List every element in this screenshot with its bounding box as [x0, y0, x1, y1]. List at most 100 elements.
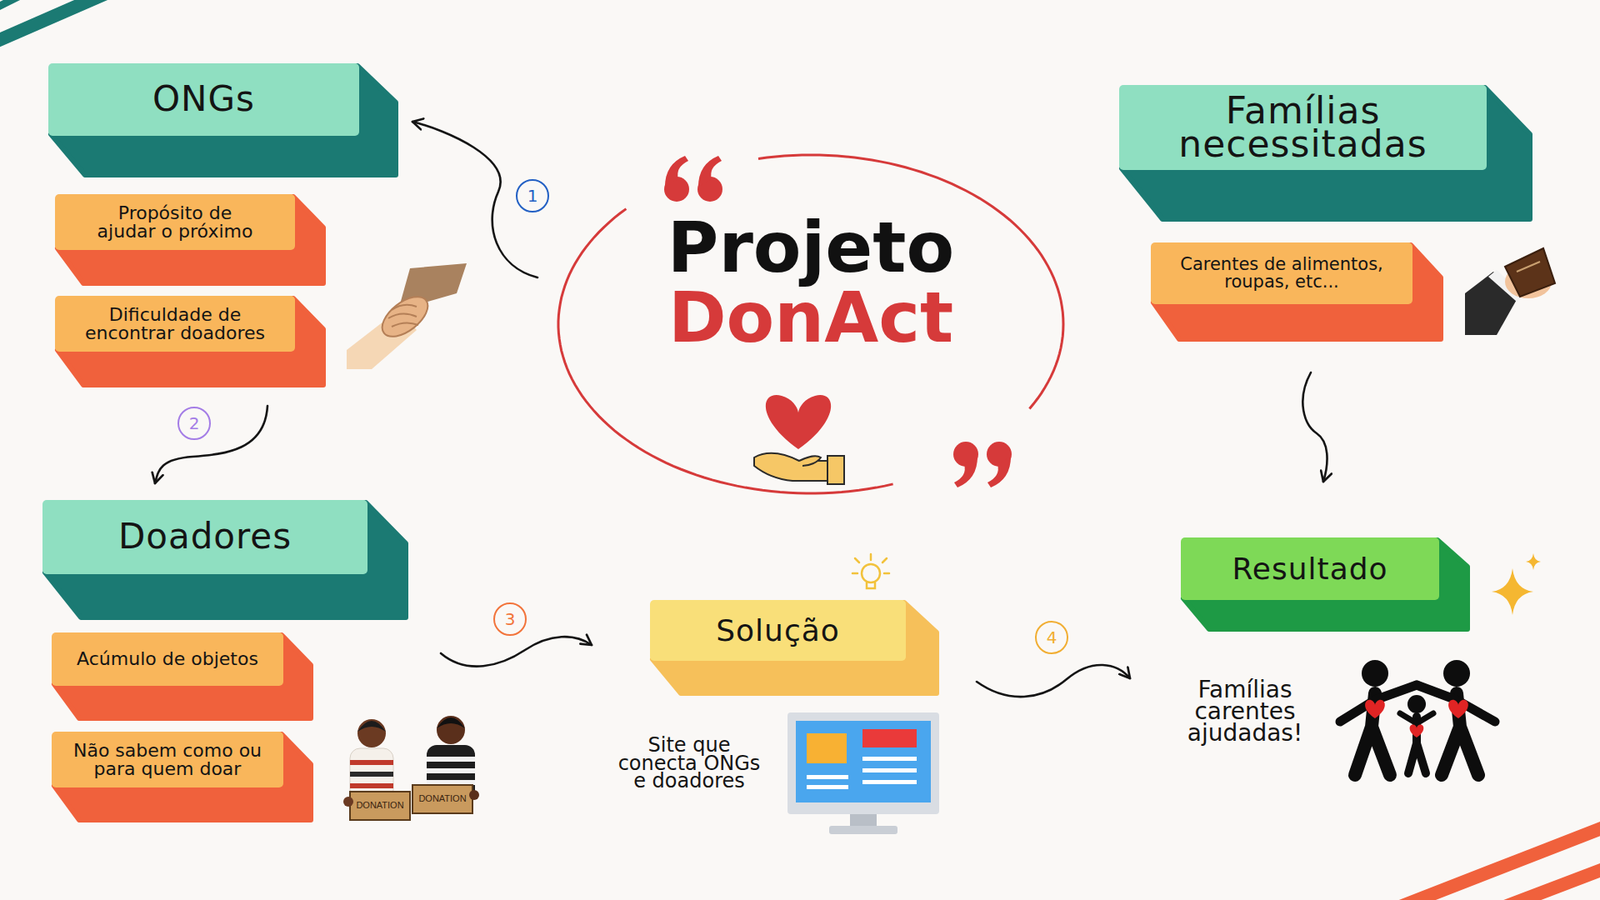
header-text: ONGs	[152, 80, 255, 119]
computer-icon	[862, 756, 917, 761]
box-print: DONATION	[350, 800, 410, 810]
lightbulb-icon	[852, 554, 890, 574]
header-text: Resultado	[1231, 552, 1388, 586]
lightbulb-icon	[852, 554, 890, 589]
family-icon	[1361, 660, 1389, 687]
handshake-icon	[388, 305, 419, 327]
quote-mark	[953, 441, 1012, 488]
heart-hand-icon	[799, 455, 821, 466]
note-text: Site que conecta ONGs e doadores	[610, 736, 769, 791]
box-text: Acúmulo de objetos	[76, 650, 259, 669]
donors-illustration	[350, 791, 410, 820]
box-face	[650, 600, 906, 661]
heart-hand-icon	[765, 395, 831, 450]
title-text: Projeto	[667, 212, 955, 283]
computer-icon	[862, 729, 917, 748]
family-icon	[1365, 700, 1469, 738]
sparkle-icon	[1525, 553, 1541, 570]
box-text: Carentes de alimentos, roupas, etc...	[1162, 255, 1401, 291]
sparkle-icon	[1491, 568, 1534, 615]
box-shape	[51, 632, 316, 724]
header-text: Doadores	[118, 517, 292, 556]
heart-hand-icon	[754, 395, 845, 485]
donors-illustration	[357, 719, 386, 748]
donors-illustration	[343, 796, 354, 807]
box-face	[48, 63, 360, 136]
flow-arrow	[155, 405, 268, 484]
header-text: Solução	[715, 614, 840, 648]
computer-icon	[806, 785, 849, 790]
wallet-hand-icon	[1465, 248, 1555, 335]
flow-arrow	[1302, 372, 1327, 482]
donors-illustration	[426, 768, 475, 774]
handshake-icon	[375, 289, 435, 345]
callout-number: 1	[515, 179, 550, 213]
detail-box: Não sabem como ou para quem doar	[51, 731, 284, 788]
computer-icon	[850, 814, 877, 826]
donors-illustration	[426, 756, 475, 762]
flow-arrow	[412, 121, 538, 278]
computer-icon	[829, 825, 898, 835]
family-icon	[1340, 660, 1495, 775]
box-text: Propósito de ajudar o próximo	[91, 204, 259, 241]
flow-arrow	[976, 665, 1130, 697]
donors-illustration	[350, 783, 394, 789]
box-face	[42, 500, 368, 575]
category-header: Famílias necessitadas	[1119, 85, 1487, 170]
donors-illustration	[343, 715, 480, 820]
box-print: DONATION	[412, 793, 473, 804]
corner-stripes	[0, 0, 25, 10]
box-face	[51, 632, 284, 686]
wallet-hand-icon	[1516, 261, 1540, 272]
box-face	[1150, 242, 1413, 305]
detail-box: Acúmulo de objetos	[51, 632, 284, 686]
box-face	[1119, 85, 1487, 170]
quote-mark	[987, 456, 1011, 488]
sparkle-icon	[1491, 553, 1541, 615]
heart-hand-icon	[754, 453, 828, 481]
box-text: Dificuldade de encontrar doadores	[73, 305, 277, 343]
box-face	[1180, 537, 1440, 600]
box-text: Não sabem como ou para quem doar	[61, 741, 274, 779]
family-icon	[1400, 713, 1434, 724]
family-icon	[1407, 695, 1426, 714]
callout-number: 2	[177, 406, 211, 440]
corner-stripes	[1491, 866, 1600, 900]
family-icon	[1448, 700, 1469, 719]
detail-box: Dificuldade de encontrar doadores	[55, 295, 295, 352]
header-text: Famílias necessitadas	[1135, 94, 1470, 162]
lightbulb-icon	[861, 564, 880, 583]
detail-box: Propósito de ajudar o próximo	[55, 194, 295, 250]
heart-hand-icon	[827, 455, 845, 485]
computer-icon	[806, 775, 849, 780]
box-face	[51, 731, 284, 788]
title-text: DonAct	[668, 282, 954, 353]
computer-icon	[795, 720, 931, 803]
detail-box: Carentes de alimentos, roupas, etc...	[1150, 242, 1413, 305]
family-icon	[1340, 685, 1495, 775]
donors-illustration	[350, 760, 394, 765]
callout-number: 4	[1035, 620, 1069, 655]
donors-illustration	[357, 720, 386, 732]
family-icon	[1443, 660, 1470, 687]
ellipse-outline	[558, 155, 1064, 494]
quote-mark	[698, 155, 722, 187]
computer-icon	[787, 712, 940, 815]
box-face	[55, 295, 295, 352]
corner-stripes	[0, 0, 110, 44]
flow-arrow	[440, 636, 592, 666]
donors-illustration	[350, 771, 394, 777]
quote-mark	[954, 456, 978, 488]
lightbulb-icon	[866, 582, 875, 589]
donors-illustration	[436, 715, 465, 745]
quote-mark	[664, 155, 723, 202]
donors-illustration	[469, 790, 480, 800]
solution-box: Solução	[650, 600, 906, 661]
category-header: ONGs	[48, 63, 360, 136]
family-icon	[1365, 700, 1385, 719]
result-box: Resultado	[1180, 537, 1440, 600]
wallet-hand-icon	[1505, 248, 1555, 297]
donors-illustration	[412, 785, 473, 814]
